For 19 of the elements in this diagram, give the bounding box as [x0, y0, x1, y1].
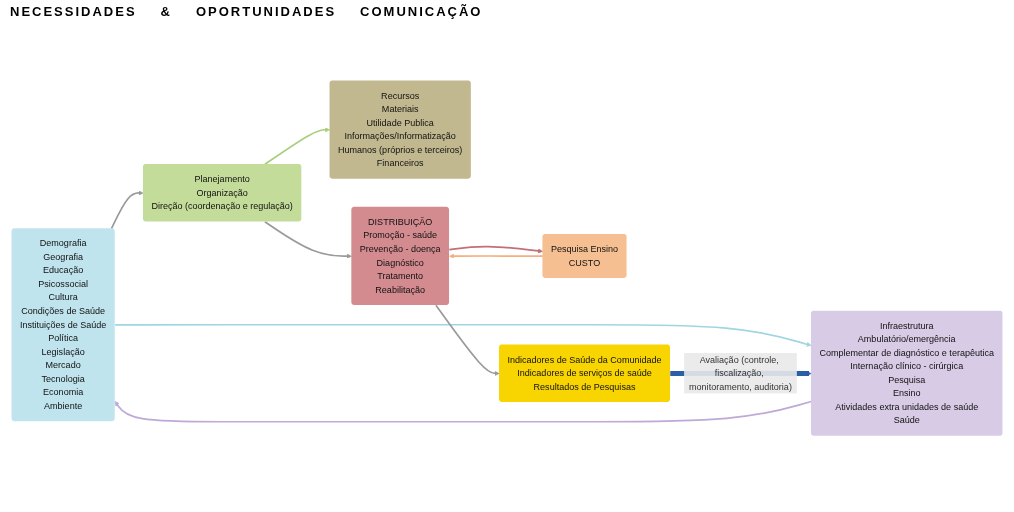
- edge-label: Avaliação (controle, fiscalização, monitoramento, auditoria): [689, 354, 792, 392]
- node-box: Infraestrutura Ambulatório/emergência Complementar de diagnóstico e terapêutica Internação clínico - cirúrgica Pesquisa Ensino Atividades extra unidades de saúde Saúde: [811, 310, 1003, 436]
- node-box: Demografia Geografia Educação Psicossocial Cultura Condições de Saúde Instituições de Saúde Política Legislação Mercado Tecnologia Economia Ambiente: [11, 228, 115, 421]
- side-label: &: [160, 4, 172, 19]
- node-box: Pesquisa Ensino CUSTO: [542, 233, 627, 278]
- side-label: NECESSIDADES: [10, 4, 137, 19]
- side-label: OPORTUNIDADES: [195, 4, 337, 19]
- arrow: [264, 127, 331, 165]
- node-box: Planejamento Organização Direção (coordenação e regulação): [142, 163, 302, 222]
- arrow: [449, 253, 544, 259]
- node-box: DISTRIBUIÇÃO Promoção - saúde Prevenção - doença Diagnóstico Tratamento Reabilitação: [351, 206, 449, 305]
- arrow: [435, 304, 500, 376]
- node-box: Recursos Materiais Utilidade Publica Informações/Informatização Humanos (próprios e terceiros) Financeiros: [329, 80, 471, 179]
- node-box: Indicadores de Saúde da Comunidade Indicadores de serviços de saúde Resultados de Pesquisas: [499, 344, 670, 402]
- arrow: [264, 220, 352, 259]
- arrow: [114, 323, 812, 347]
- side-label: COMUNICAÇÃO: [360, 4, 483, 19]
- arrow: [448, 245, 543, 254]
- arrow: [110, 190, 144, 230]
